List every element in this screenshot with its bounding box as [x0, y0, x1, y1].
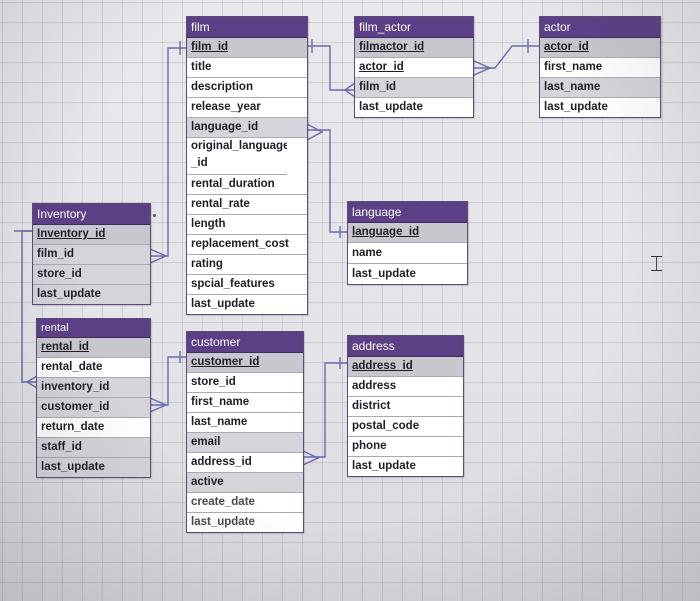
table-title: Inventory	[33, 204, 150, 225]
column-row: rental_id	[37, 338, 150, 358]
column-row: first_name	[540, 58, 660, 78]
table-title: film	[187, 17, 307, 38]
table-film-actor[interactable]: film_actor filmactor_id actor_id film_id…	[354, 16, 474, 118]
many-crowfoot	[306, 123, 324, 141]
column-row: last_update	[191, 298, 255, 310]
column-row: replacement_cost	[187, 235, 307, 255]
column-row: language_id	[187, 118, 307, 138]
table-title: language	[348, 202, 467, 223]
film-language-line	[307, 129, 348, 233]
column-row: Inventory_id	[33, 225, 150, 245]
many-crowfoot	[149, 397, 168, 413]
column-row: actor_id	[355, 58, 473, 78]
table-customer[interactable]: customer customer_id store_id first_name…	[186, 331, 304, 533]
column-row: film_id	[187, 38, 307, 58]
column-row: filmactor_id	[355, 38, 473, 58]
column-row: actor_id	[540, 38, 660, 58]
customer-address-line	[303, 362, 348, 458]
column-row: customer_id	[187, 353, 303, 373]
column-row: address_id	[187, 453, 303, 473]
rental-customer-line	[150, 356, 187, 406]
text-cursor-icon: ⌶	[650, 252, 664, 277]
many-crowfoot	[473, 60, 492, 76]
column-row: staff_id	[37, 438, 150, 458]
table-rental[interactable]: rental rental_id rental_date inventory_i…	[36, 318, 151, 478]
column-row: create_date	[187, 493, 303, 513]
stray-dot	[153, 214, 156, 217]
many-crowfoot	[149, 248, 168, 264]
column-row: last_update	[191, 516, 255, 528]
column-row: rental_date	[37, 358, 150, 378]
column-row: rental_duration	[187, 175, 307, 195]
column-row: last_update	[352, 460, 416, 472]
column-row: last_update	[37, 458, 150, 477]
column-row: store_id	[33, 265, 150, 285]
column-row: film_id	[33, 245, 150, 265]
column-row: address_id	[348, 357, 463, 377]
actor-filmactor-line	[474, 45, 540, 69]
column-row: film_id	[355, 78, 473, 98]
column-row: inventory_id	[37, 378, 150, 398]
column-row: language_id	[348, 223, 467, 243]
table-address[interactable]: address address_id address district post…	[347, 335, 464, 477]
column-row: store_id	[187, 373, 303, 393]
column-row: active	[187, 473, 303, 493]
column-row: length	[187, 215, 307, 235]
column-row: district	[348, 397, 463, 417]
column-row: email	[187, 433, 303, 453]
table-title: address	[348, 336, 463, 357]
table-title: rental	[37, 319, 150, 338]
column-row: last_name	[540, 78, 660, 98]
table-title: film_actor	[355, 17, 473, 38]
column-row: last_name	[187, 413, 303, 433]
table-inventory[interactable]: Inventory Inventory_id film_id store_id …	[32, 203, 151, 305]
column-row: rental_rate	[187, 195, 307, 215]
table-title: actor	[540, 17, 660, 38]
column-row: last_update	[544, 101, 608, 113]
column-row: release_year	[187, 98, 307, 118]
column-row: name	[348, 243, 467, 264]
many-crowfoot	[302, 450, 320, 466]
inventory-film-line	[150, 47, 188, 257]
column-row: description	[187, 78, 307, 98]
column-row: return_date	[37, 418, 150, 438]
column-row: last_update	[352, 268, 416, 280]
column-row: original_language _id	[187, 138, 287, 175]
column-row: first_name	[187, 393, 303, 413]
column-row: address	[348, 377, 463, 397]
table-language[interactable]: language language_id name last_update	[347, 201, 468, 285]
film-filmactor-line	[307, 45, 355, 91]
table-title: customer	[187, 332, 303, 353]
column-row: postal_code	[348, 417, 463, 437]
column-row: rating	[187, 255, 307, 275]
table-actor[interactable]: actor actor_id first_name last_name last…	[539, 16, 661, 118]
column-row: title	[187, 58, 307, 78]
column-row: last_update	[33, 285, 150, 304]
column-row: last_update	[359, 101, 423, 113]
table-film[interactable]: film film_id title description release_y…	[186, 16, 308, 315]
many-crowfoot	[25, 375, 38, 389]
many-crowfoot	[343, 82, 356, 98]
column-row: phone	[348, 437, 463, 457]
column-row: spcial_features	[187, 275, 307, 295]
column-row: customer_id	[37, 398, 150, 418]
